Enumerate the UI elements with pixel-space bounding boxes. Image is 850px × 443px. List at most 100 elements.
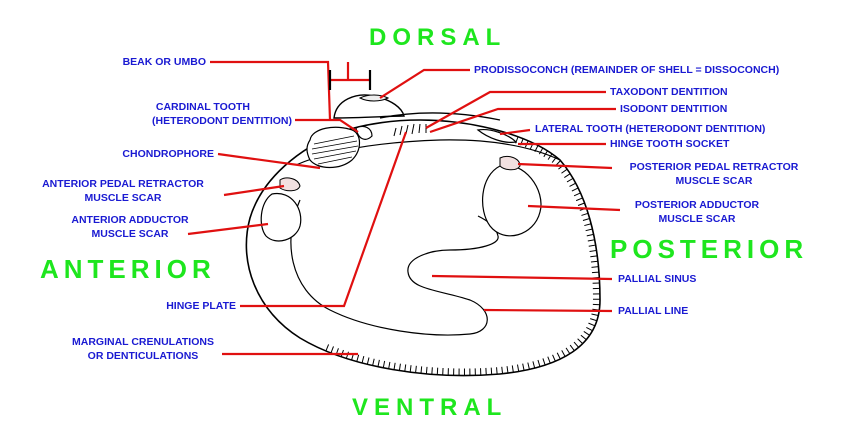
- label-cardinal-line2: (HETERODONT DENTITION): [152, 115, 292, 127]
- crenulation-tick: [534, 145, 539, 152]
- leader-isodont: [429, 107, 616, 134]
- label-pallial-line: PALLIAL LINE: [618, 304, 688, 318]
- leader-chondrophore: [217, 152, 321, 170]
- crenulation-tick: [366, 357, 370, 365]
- crenulation-tick: [575, 197, 583, 202]
- crenulation-tick: [590, 255, 598, 258]
- leader-lines: [187, 60, 621, 356]
- crenulation-tick: [415, 365, 417, 373]
- crenulation-tick: [547, 153, 553, 160]
- label-chondrophore: CHONDROPHORE: [106, 147, 214, 161]
- leader-taxodont: [425, 90, 606, 129]
- label-socket-text: HINGE TOOTH SOCKET: [610, 138, 730, 150]
- direction-dorsal: DORSAL: [369, 24, 507, 51]
- label-isodont: ISODONT DENTITION: [620, 102, 727, 116]
- label-ant-adductor-line2: MUSCLE SCAR: [91, 228, 169, 240]
- crenulation-tick: [577, 202, 585, 206]
- label-taxodont-text: TAXODONT DENTITION: [610, 86, 728, 98]
- label-ant-pedal-line1: ANTERIOR PEDAL RETRACTOR: [42, 178, 204, 190]
- crenulation-tick: [496, 367, 498, 375]
- crenulation-tick: [547, 356, 551, 364]
- label-ant-adductor-line1: ANTERIOR ADDUCTOR: [71, 214, 189, 226]
- crenulation-tick: [517, 364, 520, 372]
- leader-pallial-line: [483, 308, 613, 313]
- leader-lateral: [499, 128, 531, 136]
- crenulation-tick: [501, 366, 504, 374]
- label-cardinal-tooth: CARDINAL TOOTH (HETERODONT DENTITION): [118, 100, 292, 128]
- direction-anterior: ANTERIOR: [40, 254, 216, 284]
- leader-ant-pedal: [223, 184, 285, 197]
- label-beak: BEAK OR UMBO: [100, 55, 206, 69]
- crenulation-tick: [580, 334, 587, 341]
- crenulation-tick: [356, 354, 360, 362]
- label-prodissoconch-text: PRODISSOCONCH (REMAINDER OF SHELL = DISS…: [474, 64, 780, 76]
- cardinal-tooth: [355, 125, 373, 140]
- chondrophore-stripes: [311, 135, 359, 165]
- label-lateral-text: LATERAL TOOTH (HETERODONT DENTITION): [535, 123, 766, 135]
- crenulation-tick: [585, 228, 593, 232]
- crenulation-tick: [398, 363, 401, 371]
- crenulation-tick: [515, 136, 519, 144]
- crenulation-tick: [377, 359, 380, 367]
- crenulation-tick: [420, 366, 423, 374]
- label-marginal-line2: OR DENTICULATIONS: [87, 350, 199, 362]
- crenulation-tick: [583, 331, 590, 336]
- crenulation-tick: [565, 347, 571, 355]
- leader-hinge-plate: [240, 131, 408, 308]
- leader-beak: [210, 60, 332, 121]
- crenulation-tick: [569, 182, 576, 187]
- crenulation-tick: [543, 150, 548, 158]
- crenulation-tick: [571, 187, 579, 192]
- label-hinge-plate: HINGE PLATE: [140, 299, 236, 313]
- crenulation-tick: [586, 233, 594, 237]
- label-taxodont: TAXODONT DENTITION: [610, 85, 728, 99]
- crenulation-tick: [569, 344, 575, 351]
- crenulation-tick: [393, 362, 396, 370]
- label-anterior-pedal: ANTERIOR PEDAL RETRACTOR MUSCLE SCAR: [20, 177, 226, 205]
- crenulation-tick: [325, 344, 330, 352]
- crenulation-tick: [581, 212, 589, 216]
- crenulation-tick: [506, 366, 509, 374]
- leader-prodissoconch: [379, 68, 470, 99]
- leader-pallial-sinus: [431, 274, 613, 281]
- label-socket: HINGE TOOTH SOCKET: [610, 137, 729, 151]
- leader-cardinal: [295, 118, 359, 133]
- crenulation-tick: [590, 318, 598, 322]
- label-anterior-adductor: ANTERIOR ADDUCTOR MUSCLE SCAR: [70, 213, 190, 241]
- crenulation-tick: [330, 346, 334, 354]
- label-chondrophore-text: CHONDROPHORE: [122, 148, 214, 160]
- posterior-pedal-scar: [499, 155, 521, 171]
- pallial-line-path: [290, 199, 499, 336]
- crenulation-tick: [527, 362, 530, 370]
- crenulation-tick: [564, 173, 571, 178]
- direction-posterior: POSTERIOR: [610, 234, 809, 264]
- anterior-adductor-scar: [260, 192, 302, 242]
- leader-post-pedal: [517, 162, 613, 170]
- label-post-adductor-line1: POSTERIOR ADDUCTOR: [634, 199, 760, 211]
- crenulation-tick: [372, 358, 375, 366]
- label-pallial-sinus-text: PALLIAL SINUS: [618, 273, 697, 285]
- crenulation-tick: [561, 168, 568, 174]
- crenulation-tick: [425, 366, 428, 374]
- crenulation-tick: [409, 365, 412, 373]
- label-beak-text: BEAK OR UMBO: [122, 56, 206, 68]
- crenulation-tick: [587, 239, 595, 242]
- crenulation-tick: [584, 223, 592, 227]
- crenulation-tick: [361, 356, 365, 364]
- posterior-adductor-scar: [482, 164, 542, 237]
- label-post-pedal-line1: POSTERIOR PEDAL RETRACTOR: [629, 161, 799, 173]
- leader-ant-adductor: [187, 222, 269, 236]
- crenulation-tick: [388, 361, 391, 369]
- crenulation-tick: [577, 338, 583, 345]
- direction-ventral: VENTRAL: [352, 394, 508, 421]
- label-post-adductor-line2: MUSCLE SCAR: [658, 213, 736, 225]
- label-cardinal-line1: CARDINAL TOOTH: [155, 101, 250, 113]
- label-lateral: LATERAL TOOTH (HETERODONT DENTITION): [535, 122, 765, 136]
- crenulation-tick: [582, 218, 590, 221]
- crenulation-tick: [588, 322, 596, 327]
- crenulation-tick: [382, 360, 386, 368]
- crenulation-tick: [566, 177, 574, 183]
- crenulation-tick: [573, 192, 581, 197]
- label-post-pedal-line2: MUSCLE SCAR: [675, 175, 753, 187]
